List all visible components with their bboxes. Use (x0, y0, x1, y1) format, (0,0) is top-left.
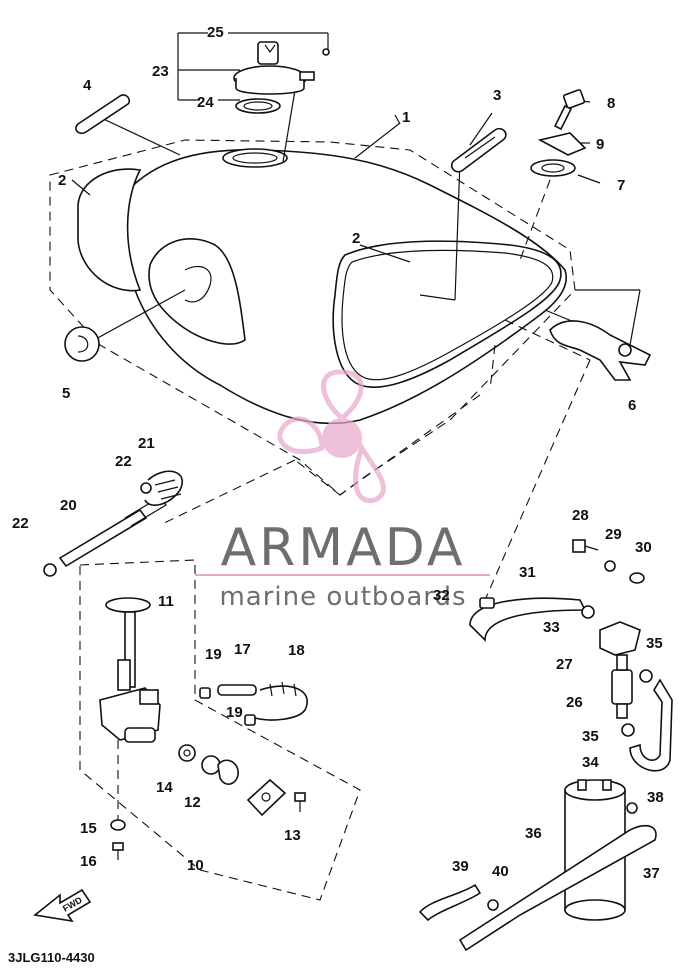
clip-40 (487, 899, 499, 911)
callout-22-left: 22 (12, 515, 29, 532)
bracket-27 (599, 621, 641, 656)
clip-19 (199, 687, 256, 726)
bolt-8 (553, 89, 586, 131)
leader-lines (71, 32, 641, 601)
callout-35-bottom: 35 (582, 728, 599, 745)
callout-7: 7 (617, 177, 625, 194)
callout-31: 31 (519, 564, 536, 581)
callout-18: 18 (288, 642, 305, 659)
callout-4: 4 (83, 77, 92, 94)
callout-37: 37 (643, 865, 660, 882)
canister-36 (564, 779, 626, 921)
callout-21: 21 (138, 435, 155, 452)
callout-23: 23 (152, 63, 169, 80)
fuel-tank (49, 139, 576, 496)
nut-29 (604, 560, 616, 572)
callout-25: 25 (207, 24, 224, 41)
emblem-3 (450, 127, 507, 173)
callout-35-top: 35 (646, 635, 663, 652)
hose-37 (458, 824, 657, 952)
callout-13: 13 (284, 827, 301, 844)
clip-35 (621, 669, 653, 737)
callout-15: 15 (80, 820, 97, 837)
watermark-title: ARMADA (221, 518, 466, 578)
hose-34 (629, 678, 673, 772)
tank-gasket-4 (75, 94, 131, 135)
armada-watermark: ARMADA marine outboards (195, 369, 490, 612)
callout-5: 5 (62, 385, 70, 402)
callout-6: 6 (628, 397, 636, 414)
damper-7 (530, 159, 576, 177)
callout-26: 26 (566, 694, 583, 711)
callout-20: 20 (60, 497, 77, 514)
fuel-hose-21 (144, 470, 183, 506)
callout-8: 8 (607, 95, 615, 112)
callout-19-bottom: 19 (226, 704, 243, 721)
callout-30: 30 (635, 539, 652, 556)
callout-1: 1 (402, 109, 410, 126)
callout-24: 24 (197, 94, 214, 111)
bolt-28 (572, 539, 599, 553)
clip-33 (581, 605, 595, 619)
callout-39: 39 (452, 858, 469, 875)
cap-5 (64, 326, 100, 362)
fuel-pipe-17 (217, 684, 257, 696)
filler-cap-assembly (233, 41, 330, 114)
bracket-6 (549, 320, 652, 381)
callout-2-rear: 2 (58, 172, 66, 189)
callout-28: 28 (572, 507, 589, 524)
watermark-subtitle: marine outboards (219, 582, 466, 612)
fuel-cock-assembly (79, 559, 361, 901)
fuel-hose-18 (254, 681, 308, 721)
washer-30 (629, 572, 645, 584)
callout-33: 33 (543, 619, 560, 636)
callout-10: 10 (187, 857, 204, 874)
callout-22-top: 22 (115, 453, 132, 470)
clip-22 (43, 482, 152, 577)
callout-36: 36 (525, 825, 542, 842)
callout-40: 40 (492, 863, 509, 880)
callout-32: 32 (433, 587, 450, 604)
clip-38 (626, 802, 638, 814)
hose-39 (418, 883, 482, 922)
callout-9: 9 (596, 136, 604, 153)
callout-16: 16 (80, 853, 97, 870)
callout-2-side: 2 (352, 230, 360, 247)
callout-19-top: 19 (205, 646, 222, 663)
callout-14: 14 (156, 779, 173, 796)
washer-9 (537, 132, 587, 156)
callout-labels: 1 2 2 3 4 5 6 7 8 9 10 11 12 13 14 15 16… (12, 24, 664, 882)
callout-11: 11 (158, 593, 174, 610)
callout-34: 34 (582, 754, 599, 771)
callout-38: 38 (647, 789, 664, 806)
front-direction-arrow: FWD (33, 888, 92, 923)
drawing-code: 3JLG110-4430 (8, 950, 95, 965)
callout-17: 17 (234, 641, 251, 658)
callout-27: 27 (556, 656, 573, 673)
joint-32 (479, 597, 495, 609)
callout-3: 3 (493, 87, 501, 104)
callout-12: 12 (184, 794, 201, 811)
callout-29: 29 (605, 526, 622, 543)
valve-26 (611, 654, 633, 719)
armada-logo (277, 369, 386, 504)
